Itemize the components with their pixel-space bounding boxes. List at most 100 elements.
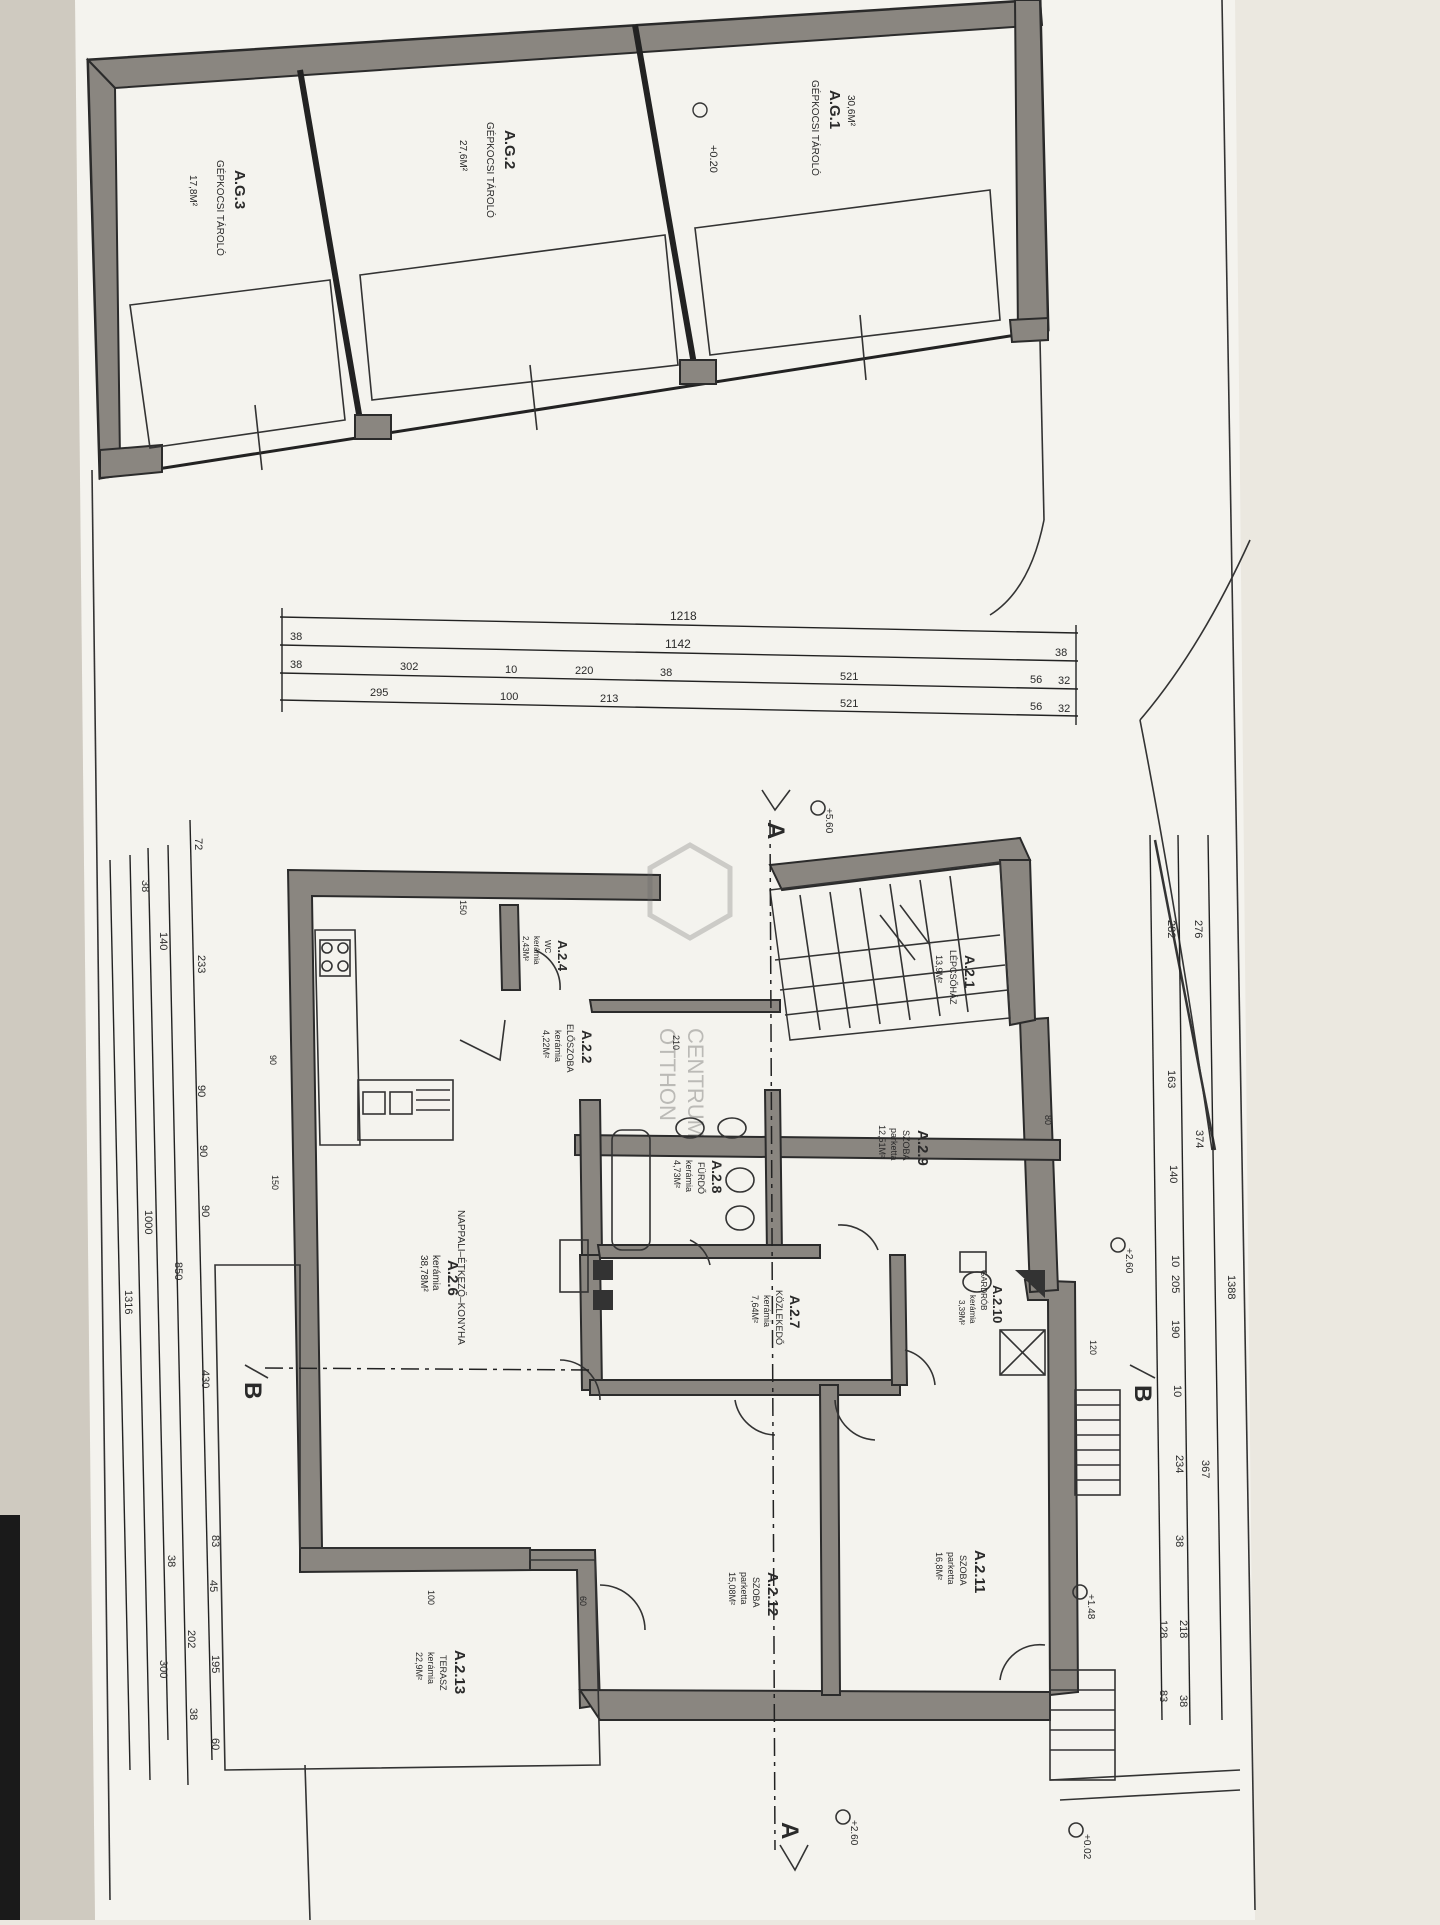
room-floor: kerámia: [762, 1295, 772, 1327]
dim-left-7: 1000: [142, 1210, 154, 1234]
room-name: FÜRDŐ: [696, 1162, 706, 1194]
room-label-a212: A.2.12 SZOBA parketta 15,08M²: [727, 1572, 781, 1616]
dim-left-3: 233: [195, 955, 207, 973]
room-label-a21: A.2.1 LÉPCSŐHÁZ 13,9M²: [934, 950, 978, 1005]
paper-sheet: [75, 0, 1255, 1920]
dim-left-8: 850: [172, 1262, 184, 1280]
dim-right-8: 1388: [1225, 1275, 1237, 1299]
door-swings: [459, 949, 1046, 1681]
section-b-label-2: B: [1129, 1385, 1156, 1402]
section-marker-a-top: A: [761, 789, 791, 839]
dim-right-12: 38: [1173, 1535, 1185, 1547]
dim-left-12: 38: [165, 1555, 177, 1567]
opening-1: 90: [268, 1055, 278, 1065]
room-area: 17,8M²: [187, 175, 198, 207]
dim-top-row3-2: 10: [505, 664, 517, 676]
section-marker-b-left: B: [239, 1364, 269, 1399]
room-label-a210: A.2.10 GARDRÓB kerámia 3,39M²: [957, 1270, 1005, 1325]
room-area: 2,43M²: [521, 936, 530, 961]
room-label-a24: A.2.4 WC kerámia 2,43M²: [521, 936, 570, 972]
room-floor: kerámia: [968, 1295, 977, 1324]
room-name: SZOBA: [751, 1577, 761, 1608]
dim-left-2: 140: [157, 932, 169, 950]
room-label-a27: A.2.7 KÖZLEKEDŐ kerámia 7,64M²: [750, 1290, 803, 1345]
room-area: 12,51M²: [877, 1125, 887, 1158]
top-dimension-chains: [279, 608, 1079, 725]
staircase: [769, 861, 1011, 1041]
dim-right-0: 276: [1192, 920, 1204, 938]
dim-top-row4-0: 295: [370, 687, 388, 699]
room-floor: kerámia: [553, 1030, 563, 1062]
level-0: +5.60: [823, 808, 834, 834]
room-code: A.2.7: [787, 1295, 803, 1329]
garage-room-2-label: A.G.2 GÉPKOCSI TÁROLÓ 27,6M²: [457, 122, 518, 218]
dim-right-1: 282: [1165, 920, 1177, 938]
room-label-a26: A.2.6 NAPPALI–ÉTKEZŐ–KONYHA kerámia 38,7…: [418, 1210, 469, 1345]
dim-top-row3-0: 38: [290, 659, 302, 671]
diagonal-line: [1153, 839, 1217, 1151]
dim-right-5: 10: [1169, 1255, 1181, 1267]
watermark-line2: CENTRUM: [683, 1028, 708, 1138]
room-floor: parketta: [946, 1552, 956, 1585]
right-dimension-chains: [1149, 834, 1223, 1726]
dim-right-13: 128: [1157, 1620, 1169, 1638]
room-name: GARDRÓB: [979, 1270, 988, 1310]
level-marker-garage: [692, 102, 708, 118]
room-label-a29: A.2.9 SZOBA parketta 12,51M²: [877, 1125, 931, 1166]
dim-right-3: 374: [1193, 1130, 1205, 1148]
room-floor: parketta: [739, 1572, 749, 1605]
room-code: A.2.1: [962, 955, 978, 989]
room-code: A.2.12: [764, 1572, 781, 1616]
room-area: 15,08M²: [727, 1572, 737, 1605]
room-code: A.2.8: [709, 1160, 725, 1194]
room-floor: kerámia: [430, 1255, 441, 1291]
garage-block: [85, 0, 1050, 616]
opening-2: 210: [671, 1035, 681, 1050]
room-area: 3,39M²: [957, 1300, 966, 1325]
terrace-outline: [214, 1264, 1241, 1921]
dim-right-4: 140: [1167, 1165, 1179, 1183]
room-floor: kerámia: [532, 936, 541, 965]
room-area: 13,9M²: [934, 955, 944, 983]
dim-top-row3-1: 302: [400, 661, 418, 673]
dim-top-row2-2: 38: [1055, 647, 1067, 659]
entry-steps: [1049, 1389, 1121, 1781]
room-label-a213: A.2.13 TERASZ kerámia 22,9M²: [414, 1650, 468, 1694]
room-label-a211: A.2.11 SZOBA parketta 16,8M²: [934, 1550, 988, 1593]
room-code: A.2.9: [914, 1130, 931, 1166]
room-area: 4,73M²: [672, 1160, 682, 1188]
dim-left-13: 45: [207, 1580, 219, 1592]
room-code: A.G.3: [231, 170, 248, 209]
dim-top-row4-1: 100: [500, 691, 518, 703]
dim-right-14: 218: [1177, 1620, 1189, 1638]
dim-right-16: 38: [1177, 1695, 1189, 1707]
dim-top-row3-5: 521: [840, 671, 858, 683]
level-3: +2.60: [848, 1820, 859, 1846]
room-code: A.2.2: [579, 1030, 595, 1064]
room-floor: kerámia: [684, 1160, 694, 1192]
room-label-a28: A.2.8 FÜRDŐ kerámia 4,73M²: [672, 1160, 725, 1194]
section-a-label: A: [762, 822, 789, 839]
dim-top-row4-3: 521: [840, 698, 858, 710]
level-4: +0.02: [1081, 1834, 1092, 1860]
boundary-curve: [1139, 539, 1251, 721]
room-name: LÉPCSŐHÁZ: [948, 950, 958, 1005]
dim-top-row2-0: 38: [290, 631, 302, 643]
dim-right-11: 367: [1199, 1460, 1211, 1478]
garage-level: +0.20: [707, 145, 719, 173]
room-area: 27,6M²: [457, 140, 468, 172]
dim-top-row3-4: 38: [660, 667, 672, 679]
room-code: A.2.11: [971, 1550, 988, 1593]
dim-top-row1-0: 1218: [670, 609, 697, 623]
dim-right-7: 190: [1169, 1320, 1181, 1338]
dim-top-row4-2: 213: [600, 693, 618, 705]
opening-4: 150: [270, 1175, 280, 1190]
dim-top-row3-7: 32: [1058, 675, 1070, 687]
watermark-logo: OTTHON CENTRUM: [647, 842, 733, 1138]
room-code: A.G.2: [501, 130, 518, 169]
dim-right-6: 205: [1169, 1275, 1181, 1293]
room-code: A.G.1: [826, 90, 843, 129]
room-name: GÉPKOCSI TÁROLÓ: [809, 80, 822, 176]
apartment-walls: [286, 836, 1080, 1721]
section-line-a: [769, 819, 776, 1851]
